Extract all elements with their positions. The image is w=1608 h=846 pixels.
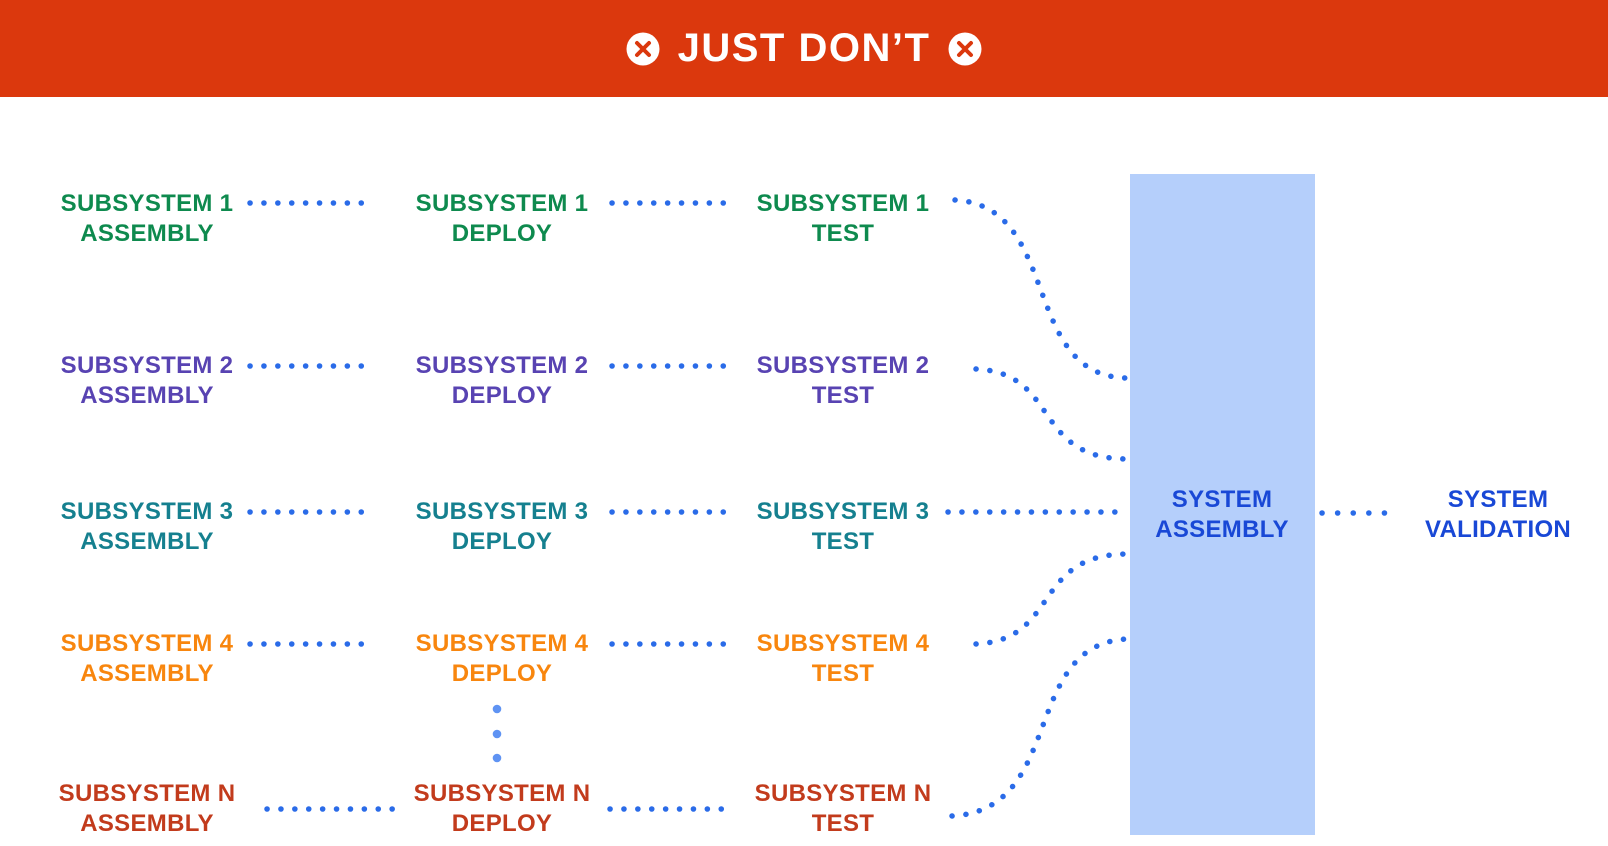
subsystem-name: SUBSYSTEM 3 [60, 498, 234, 525]
subsystem-name: SUBSYSTEM 4 [756, 630, 930, 657]
stage-name: ASSEMBLY [80, 528, 214, 555]
system-validation-line2: VALIDATION [1424, 516, 1572, 543]
stage-name: TEST [811, 660, 875, 687]
stage-name: DEPLOY [451, 382, 553, 409]
stage-name: TEST [811, 382, 875, 409]
subsystem-name: SUBSYSTEM 4 [60, 630, 234, 657]
label-subsystem-1-deploy: SUBSYSTEM 1 DEPLOY [416, 189, 589, 249]
label-subsystem-3-assembly: SUBSYSTEM 3 ASSEMBLY [61, 497, 234, 557]
label-subsystem-2-test: SUBSYSTEM 2 TEST [757, 351, 930, 411]
label-system-assembly: SYSTEM ASSEMBLY [1155, 485, 1289, 545]
label-subsystem-1-assembly: SUBSYSTEM 1 ASSEMBLY [61, 189, 234, 249]
label-subsystem-n-deploy: SUBSYSTEM N DEPLOY [414, 779, 591, 839]
subsystem-name: SUBSYSTEM N [413, 780, 591, 807]
stage-name: ASSEMBLY [80, 382, 214, 409]
stage-name: ASSEMBLY [80, 220, 214, 247]
stage-name: TEST [811, 810, 875, 837]
label-subsystem-n-test: SUBSYSTEM N TEST [755, 779, 932, 839]
stage-name: DEPLOY [451, 660, 553, 687]
subsystem-name: SUBSYSTEM N [58, 780, 236, 807]
stage-name: ASSEMBLY [80, 660, 214, 687]
stage-name: ASSEMBLY [80, 810, 214, 837]
label-subsystem-1-test: SUBSYSTEM 1 TEST [757, 189, 930, 249]
diagram: SUBSYSTEM 1 ASSEMBLY SUBSYSTEM 1 DEPLOY … [0, 97, 1608, 846]
label-subsystem-n-assembly: SUBSYSTEM N ASSEMBLY [59, 779, 236, 839]
subsystem-name: SUBSYSTEM 1 [756, 190, 930, 217]
subsystem-name: SUBSYSTEM 3 [756, 498, 930, 525]
subsystem-name: SUBSYSTEM 1 [60, 190, 234, 217]
circle-x-icon [626, 32, 660, 66]
subsystem-name: SUBSYSTEM 2 [415, 352, 589, 379]
system-validation-line1: SYSTEM [1447, 486, 1549, 513]
stage-name: DEPLOY [451, 810, 553, 837]
subsystem-name: SUBSYSTEM 2 [60, 352, 234, 379]
label-system-validation: SYSTEM VALIDATION [1425, 485, 1571, 545]
system-assembly-box [1130, 174, 1315, 835]
subsystem-name: SUBSYSTEM 3 [415, 498, 589, 525]
vertical-ellipsis-dots [492, 704, 502, 763]
label-subsystem-2-deploy: SUBSYSTEM 2 DEPLOY [416, 351, 589, 411]
system-assembly-line1: SYSTEM [1171, 486, 1273, 513]
circle-x-icon [948, 32, 982, 66]
label-subsystem-2-assembly: SUBSYSTEM 2 ASSEMBLY [61, 351, 234, 411]
system-assembly-line2: ASSEMBLY [1155, 516, 1289, 543]
stage-name: TEST [811, 528, 875, 555]
subsystem-name: SUBSYSTEM 4 [415, 630, 589, 657]
subsystem-name: SUBSYSTEM N [754, 780, 932, 807]
subsystem-name: SUBSYSTEM 2 [756, 352, 930, 379]
stage-name: DEPLOY [451, 220, 553, 247]
label-subsystem-3-deploy: SUBSYSTEM 3 DEPLOY [416, 497, 589, 557]
stage-name: DEPLOY [451, 528, 553, 555]
banner: JUST DON’T [0, 0, 1608, 97]
banner-title: JUST DON’T [677, 26, 931, 70]
label-subsystem-4-deploy: SUBSYSTEM 4 DEPLOY [416, 629, 589, 689]
label-subsystem-3-test: SUBSYSTEM 3 TEST [757, 497, 930, 557]
dotted-connector-lines [247, 197, 1389, 819]
label-subsystem-4-test: SUBSYSTEM 4 TEST [757, 629, 930, 689]
subsystem-name: SUBSYSTEM 1 [415, 190, 589, 217]
label-subsystem-4-assembly: SUBSYSTEM 4 ASSEMBLY [61, 629, 234, 689]
stage-name: TEST [811, 220, 875, 247]
